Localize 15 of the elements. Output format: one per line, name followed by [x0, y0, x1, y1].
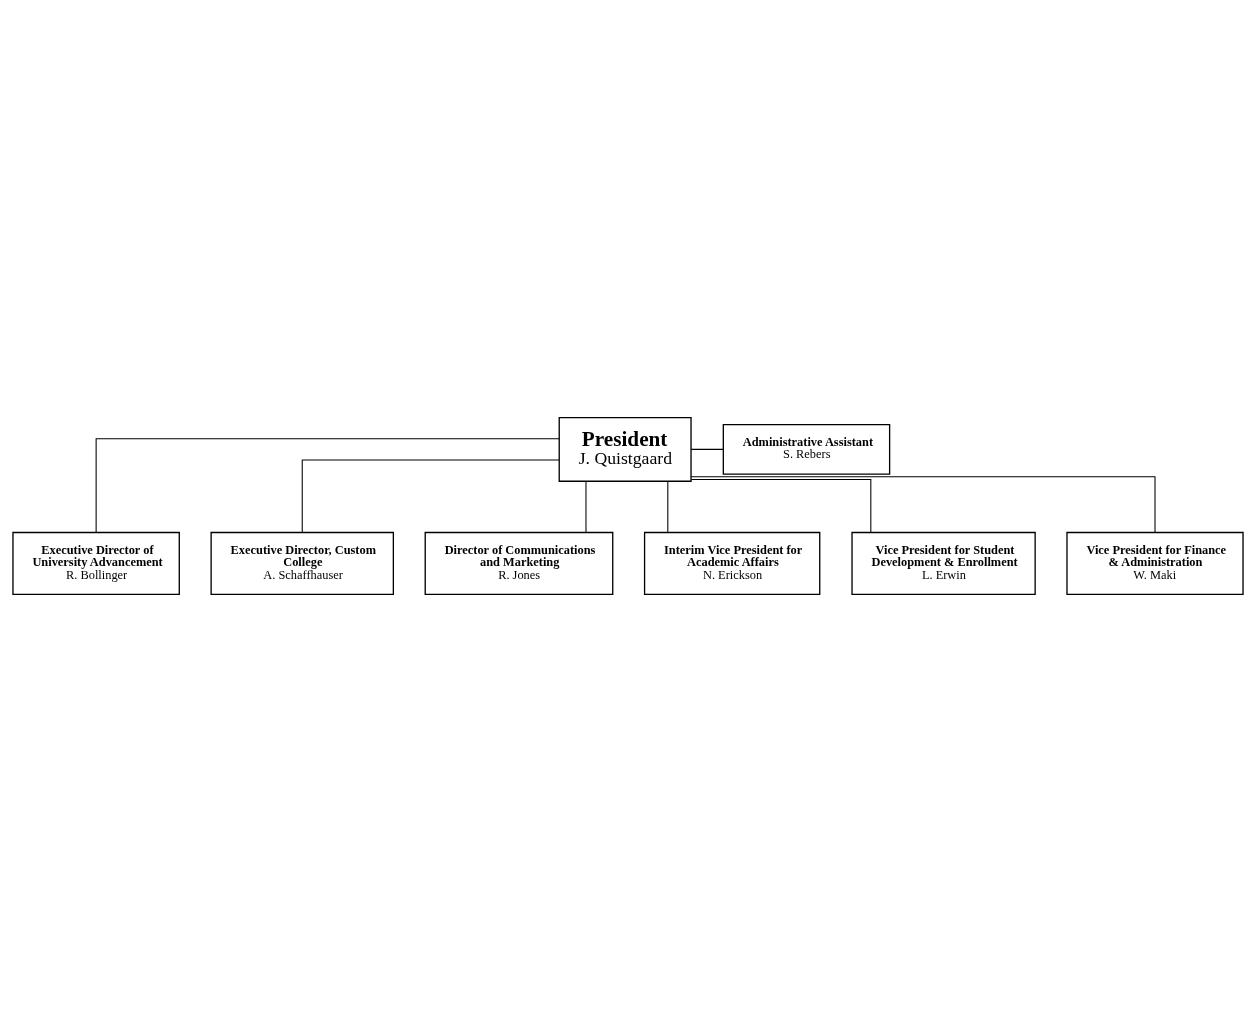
connector	[301, 458, 560, 533]
node-box: Executive Director of University Advancement R. Bollinger	[12, 531, 180, 595]
connector	[690, 475, 1156, 533]
node-box: Executive Director, Custom College A. Schaffhauser	[210, 531, 395, 595]
node-box: Vice President for Finance & Administration W. Maki	[1066, 531, 1244, 595]
connector	[667, 480, 669, 533]
connector	[585, 480, 587, 533]
connector	[690, 448, 724, 450]
connector	[690, 478, 872, 533]
node-box: Interim Vice President for Academic Affairs N. Erickson	[643, 531, 821, 595]
node-box: President J. Quistgaard	[558, 416, 692, 482]
node-box: Director of Communications and Marketing R. Jones	[424, 531, 614, 595]
connector	[95, 437, 560, 533]
node-box: Vice President for Student Development & Enrollment L. Erwin	[851, 531, 1036, 595]
node-box: Administrative Assistant S. Rebers	[722, 423, 891, 475]
